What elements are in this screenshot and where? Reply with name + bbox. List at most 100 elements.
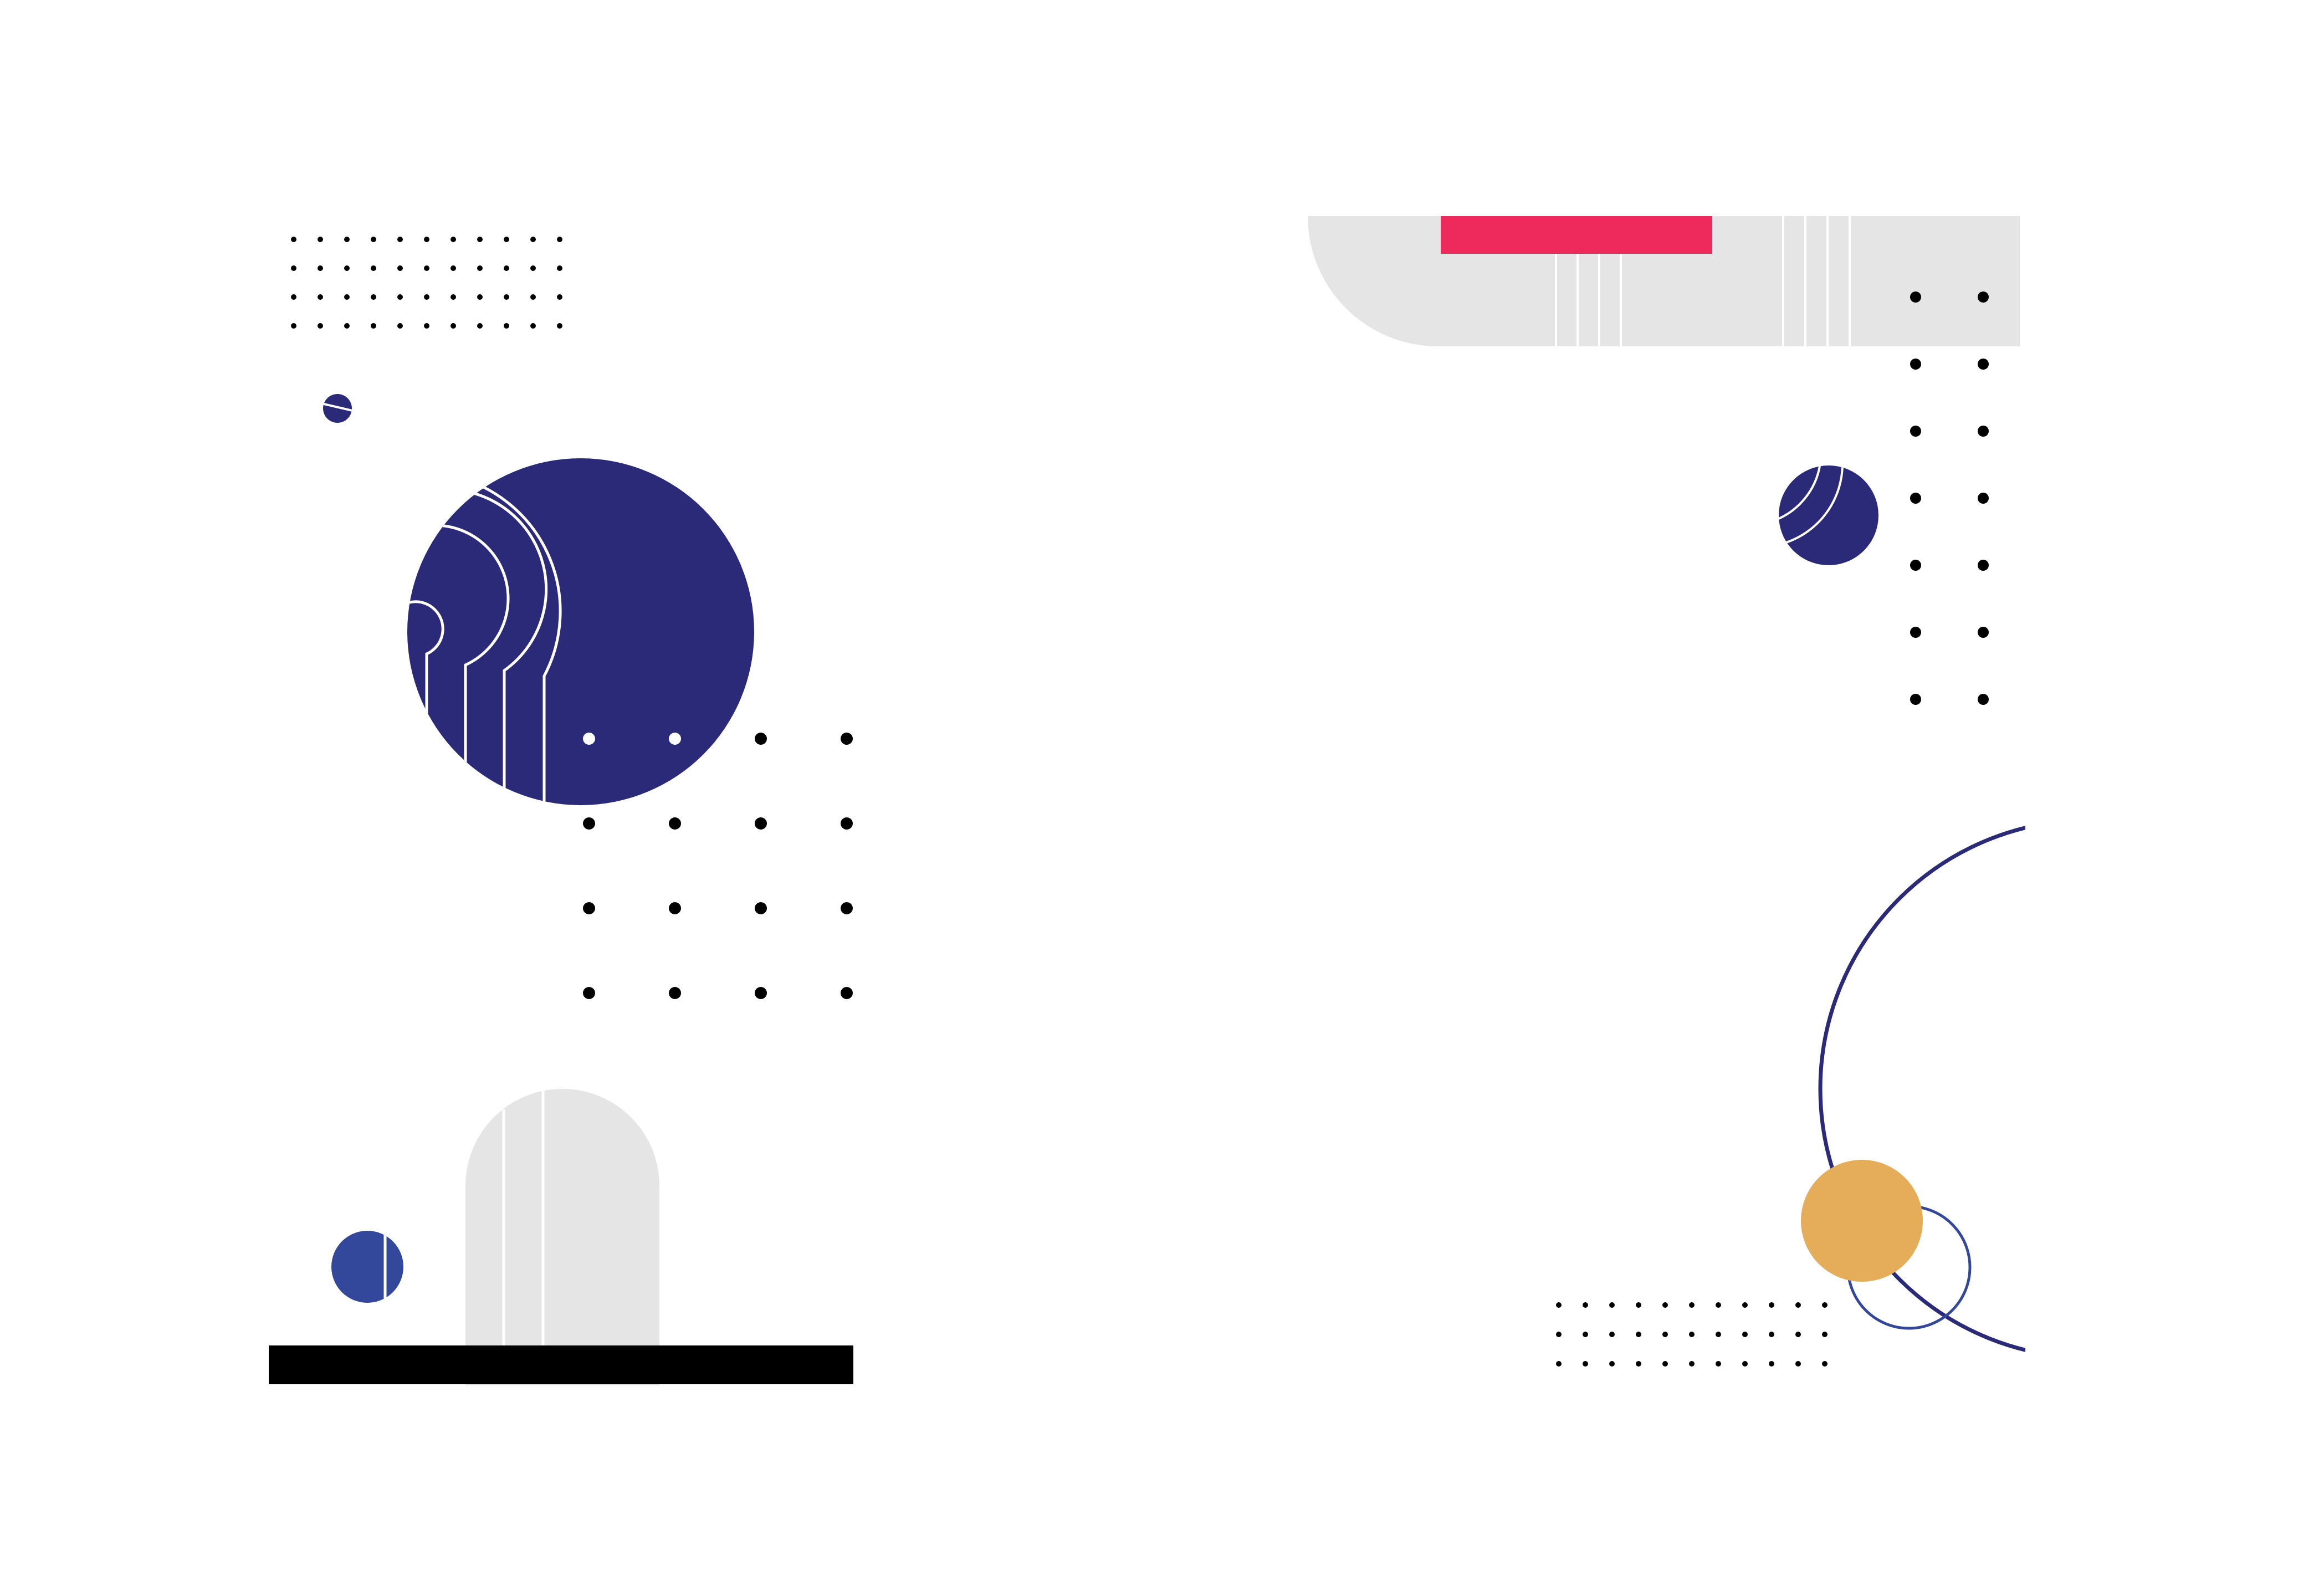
dot [291, 323, 296, 329]
dot [1609, 1302, 1615, 1308]
dot [318, 323, 323, 329]
dot [1910, 291, 1921, 303]
dot [1636, 1361, 1641, 1367]
dot [451, 237, 456, 242]
dot [530, 237, 536, 242]
dot [344, 323, 350, 329]
dot [397, 237, 403, 242]
dot [1662, 1332, 1668, 1337]
mustard-circle [1801, 1160, 1923, 1282]
dot [669, 733, 681, 745]
dot [1822, 1332, 1828, 1337]
dot [477, 294, 483, 300]
dot [669, 987, 681, 999]
pink-red-bar [1441, 216, 1712, 254]
dot [318, 294, 323, 300]
dot [583, 987, 595, 999]
dot [477, 265, 483, 271]
dot [504, 237, 509, 242]
dot [291, 237, 296, 242]
dot [291, 294, 296, 300]
small-dot-grid-bottom-right [1556, 1302, 1828, 1367]
dot [371, 323, 376, 329]
dot [318, 237, 323, 242]
dot [1978, 291, 1989, 303]
dot [841, 733, 853, 745]
dot [477, 323, 483, 329]
dot [1742, 1332, 1748, 1337]
dot [397, 294, 403, 300]
dot [557, 323, 562, 329]
dot [318, 265, 323, 271]
dot [1583, 1332, 1588, 1337]
dot-column-right [1910, 291, 1989, 705]
dot [583, 902, 595, 914]
dot [1556, 1302, 1562, 1308]
large-dot-grid-left [583, 733, 853, 999]
dot [1583, 1361, 1588, 1367]
dot [1910, 627, 1921, 638]
dot [1910, 560, 1921, 571]
dot [397, 323, 403, 329]
dot [1910, 493, 1921, 504]
dot [841, 987, 853, 999]
dot [1822, 1302, 1828, 1308]
dot [1716, 1332, 1721, 1337]
dot [1636, 1332, 1641, 1337]
dot [371, 237, 376, 242]
dot [504, 294, 509, 300]
dot [1978, 359, 1989, 370]
large-outlined-circle [1818, 826, 2025, 1352]
large-navy-circle [407, 458, 754, 805]
gray-arch [465, 1089, 659, 1385]
small-dot-grid-top-left [291, 237, 562, 329]
dot [557, 237, 562, 242]
dot [1978, 694, 1989, 705]
blue-small-circle-bottom-left [331, 1231, 403, 1303]
dot [1742, 1361, 1748, 1367]
dot [530, 294, 536, 300]
banner-lines-right [1782, 216, 1851, 346]
dot [1910, 694, 1921, 705]
dot [344, 294, 350, 300]
dot [1769, 1332, 1774, 1337]
dot [1662, 1302, 1668, 1308]
dot [841, 817, 853, 830]
dot [1662, 1361, 1668, 1367]
dot [424, 294, 429, 300]
dot [755, 817, 767, 830]
dot [1978, 560, 1989, 571]
dot [1556, 1332, 1562, 1337]
dot [1689, 1332, 1695, 1337]
dot [291, 265, 296, 271]
dot [504, 323, 509, 329]
dot [557, 294, 562, 300]
dot [1978, 426, 1989, 437]
dot [669, 817, 681, 830]
dot [1556, 1361, 1562, 1367]
dot [557, 265, 562, 271]
dot [583, 733, 595, 745]
dot [424, 323, 429, 329]
tiny-navy-circle [323, 394, 352, 423]
dot [841, 902, 853, 914]
dot [1978, 627, 1989, 638]
dot [1822, 1361, 1828, 1367]
navy-circle-right [1779, 465, 1878, 565]
dot [451, 265, 456, 271]
dot [755, 733, 767, 745]
dot [583, 817, 595, 830]
dot [669, 902, 681, 914]
dot [1910, 359, 1921, 370]
dot [451, 294, 456, 300]
dot [1636, 1302, 1641, 1308]
dot [451, 323, 456, 329]
dot [371, 265, 376, 271]
dot [755, 987, 767, 999]
dot [371, 294, 376, 300]
dot [424, 265, 429, 271]
dot [344, 265, 350, 271]
dot [477, 237, 483, 242]
dot [755, 902, 767, 914]
dot [530, 323, 536, 329]
